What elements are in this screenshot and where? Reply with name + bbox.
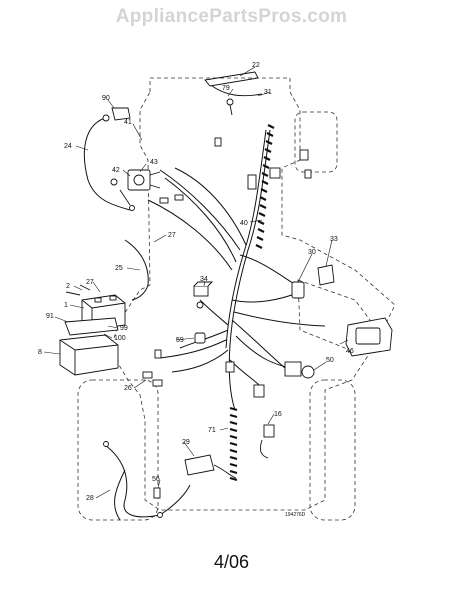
module-46 xyxy=(345,317,393,357)
switch-16 xyxy=(259,424,275,459)
page-number: 4/06 xyxy=(213,552,250,572)
switch-29 xyxy=(184,454,237,479)
cable-24 xyxy=(83,117,131,211)
callout-31: 31 xyxy=(264,89,272,96)
callout-34: 34 xyxy=(200,276,208,283)
leader-lines xyxy=(43,66,349,499)
callout-29: 29 xyxy=(182,439,190,446)
callout-labels: 22 79 31 90 41 24 43 42 40 27 25 30 33 3… xyxy=(38,62,354,518)
coiled-harness-40 xyxy=(255,124,275,249)
callout-30: 30 xyxy=(308,249,316,256)
callout-27: 27 xyxy=(168,232,176,239)
callout-59: 59 xyxy=(176,337,184,344)
small-connectors xyxy=(159,137,312,204)
callout-24: 24 xyxy=(64,143,72,150)
key-switch-assembly xyxy=(204,71,263,116)
callout-16: 16 xyxy=(274,411,282,418)
callout-25: 25 xyxy=(115,265,123,272)
callout-43: 43 xyxy=(150,159,158,166)
tractor-outline xyxy=(77,77,396,521)
callout-26: 26 xyxy=(124,385,132,392)
callout-50: 50 xyxy=(326,357,334,364)
rear-wheel-right-outline xyxy=(309,379,356,521)
connector-26 xyxy=(142,361,265,398)
callout-91: 91 xyxy=(46,313,54,320)
relay-50 xyxy=(284,361,315,379)
callout-46: 46 xyxy=(346,348,354,355)
callout-99: 99 xyxy=(120,325,128,332)
watermark: AppliancePartsPros.com xyxy=(115,6,348,27)
callout-27b: 27 xyxy=(86,279,94,286)
switches-30-33 xyxy=(291,264,335,299)
callout-2: 2 xyxy=(66,283,70,290)
callout-71: 71 xyxy=(208,427,216,434)
coiled-harness-71 xyxy=(229,406,238,482)
battery-tray xyxy=(59,317,119,376)
callout-1: 1 xyxy=(64,302,68,309)
callout-33: 33 xyxy=(330,236,338,243)
callout-22: 22 xyxy=(252,62,260,69)
switch-34 xyxy=(193,281,214,309)
callout-42: 42 xyxy=(112,167,120,174)
figure-id: 194276D xyxy=(285,512,306,518)
rear-wheel-left-outline xyxy=(77,379,159,521)
fuse-56 xyxy=(103,441,163,518)
callout-56: 56 xyxy=(152,476,160,483)
connector-59 xyxy=(154,332,206,359)
callout-100: 100 xyxy=(114,335,126,342)
callout-8: 8 xyxy=(38,349,42,356)
starter-solenoid xyxy=(110,169,161,211)
cable-28 xyxy=(104,444,161,518)
callout-79: 79 xyxy=(222,85,230,92)
callout-90: 90 xyxy=(102,95,110,102)
callout-28: 28 xyxy=(86,495,94,502)
callout-41: 41 xyxy=(124,119,132,126)
battery-cables xyxy=(83,117,191,521)
cable-25 xyxy=(124,239,149,301)
callout-40: 40 xyxy=(240,220,248,227)
front-wheel-right-outline xyxy=(294,111,338,173)
ground-bracket-90 xyxy=(102,107,131,122)
